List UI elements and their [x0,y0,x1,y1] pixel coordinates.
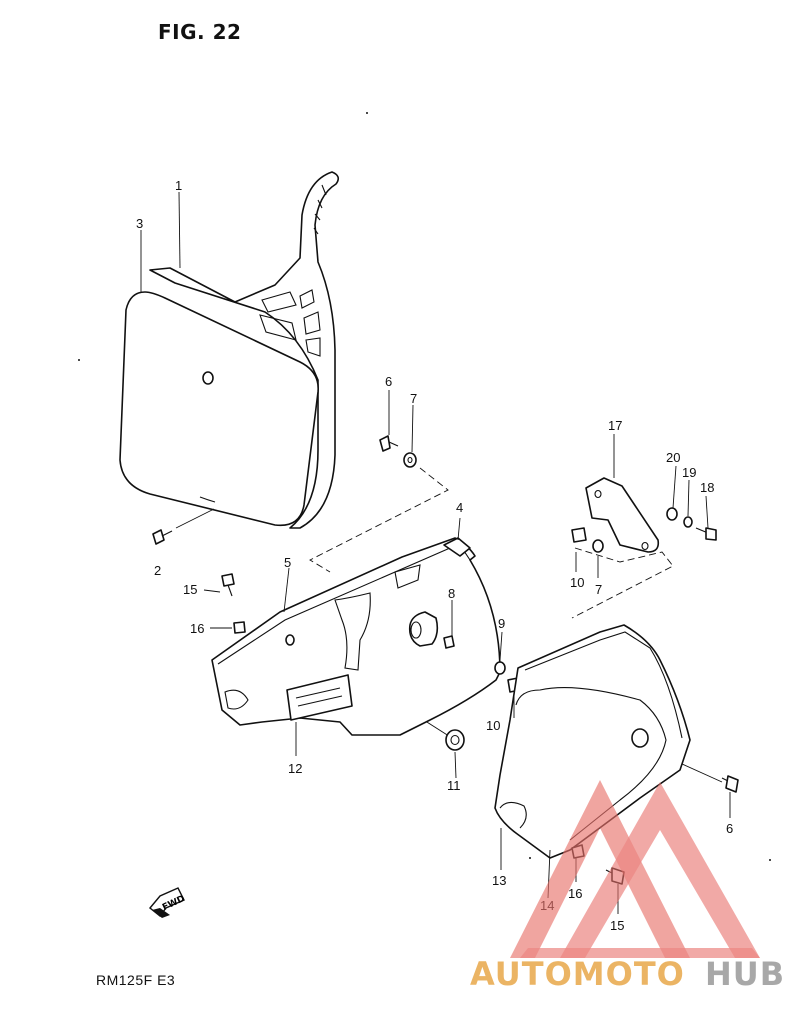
figure-title: FIG. 22 [158,20,242,44]
assembly-line-right [571,547,674,619]
screw-part-6-right [721,775,739,793]
callout-18: 18 [700,480,714,495]
screw-part-6-upper [379,435,399,452]
callout-9: 9 [498,616,505,631]
nut-part-16-left [210,621,246,634]
callout-6-upper: 6 [385,374,392,389]
callout-10-mid: 10 [486,718,500,733]
washer-part-9 [494,631,506,675]
washer-part-19 [683,516,693,528]
scan-specks [78,112,771,861]
washer-part-7-upper [403,452,417,468]
bushing-part-8 [408,611,455,649]
model-code: RM125F E3 [96,972,176,988]
number-plate [119,291,319,527]
left-side-cover [211,537,501,736]
watermark-text-accent: AUTOMOTO [470,955,685,993]
callout-17: 17 [608,418,622,433]
callout-12: 12 [288,761,302,776]
leader-lines [140,191,731,914]
callout-2: 2 [154,563,161,578]
callout-15-left: 15 [183,582,197,597]
screw-part-2 [152,508,215,545]
callout-20: 20 [666,450,680,465]
collar-part-10-right [571,527,587,543]
label-part-12 [286,674,353,756]
callout-3: 3 [136,216,143,231]
callout-6-right: 6 [726,821,733,836]
bracket-part-17 [585,434,660,553]
callout-7-right: 7 [595,582,602,597]
callout-10-right: 10 [570,575,584,590]
callout-11: 11 [447,778,461,793]
callout-16-right: 16 [568,886,582,901]
right-side-cover [494,624,691,859]
grommet-part-11 [445,729,465,751]
callout-5: 5 [284,555,291,570]
watermark-logo: AUTOMOTO HUB [470,780,785,993]
callout-7-upper: 7 [410,391,417,406]
watermark-text-gray: HUB [705,955,785,993]
fwd-arrow-icon: FWD [149,887,187,918]
callout-19: 19 [682,465,696,480]
washer-part-20 [666,507,678,521]
screw-part-18 [695,527,717,541]
screw-part-15-left [203,573,235,597]
washer-part-7-right [592,539,604,553]
callout-15-right: 15 [610,918,624,933]
callout-1: 1 [175,178,182,193]
callout-4: 4 [456,500,463,515]
number-plate-bracket [149,171,340,529]
callout-16-left: 16 [190,621,204,636]
assembly-line-upper [309,467,449,573]
callout-8: 8 [448,586,455,601]
callout-13: 13 [492,873,506,888]
clip-part-4 [443,517,471,557]
